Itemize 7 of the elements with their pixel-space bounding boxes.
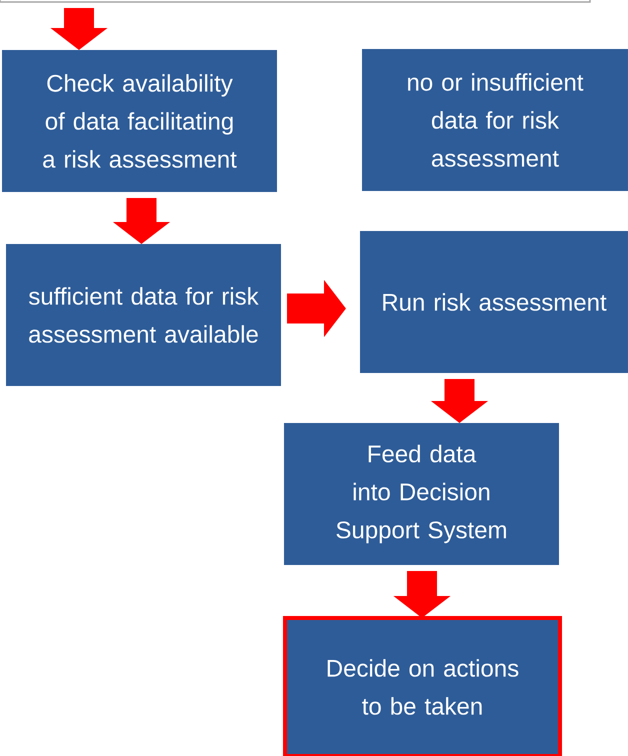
process-box: Run risk assessment xyxy=(360,231,628,373)
process-box: Check availability of data facilitating a risk assessment xyxy=(2,50,277,192)
process-box: sufficient data for risk assessment available xyxy=(6,244,281,386)
process-box: Feed data into Decision Support System xyxy=(284,423,559,565)
cropped-box xyxy=(0,0,591,3)
process-box: no or insufficient data for risk assessment xyxy=(362,49,628,191)
highlighted-process-box: Decide on actions to be taken xyxy=(283,616,562,756)
